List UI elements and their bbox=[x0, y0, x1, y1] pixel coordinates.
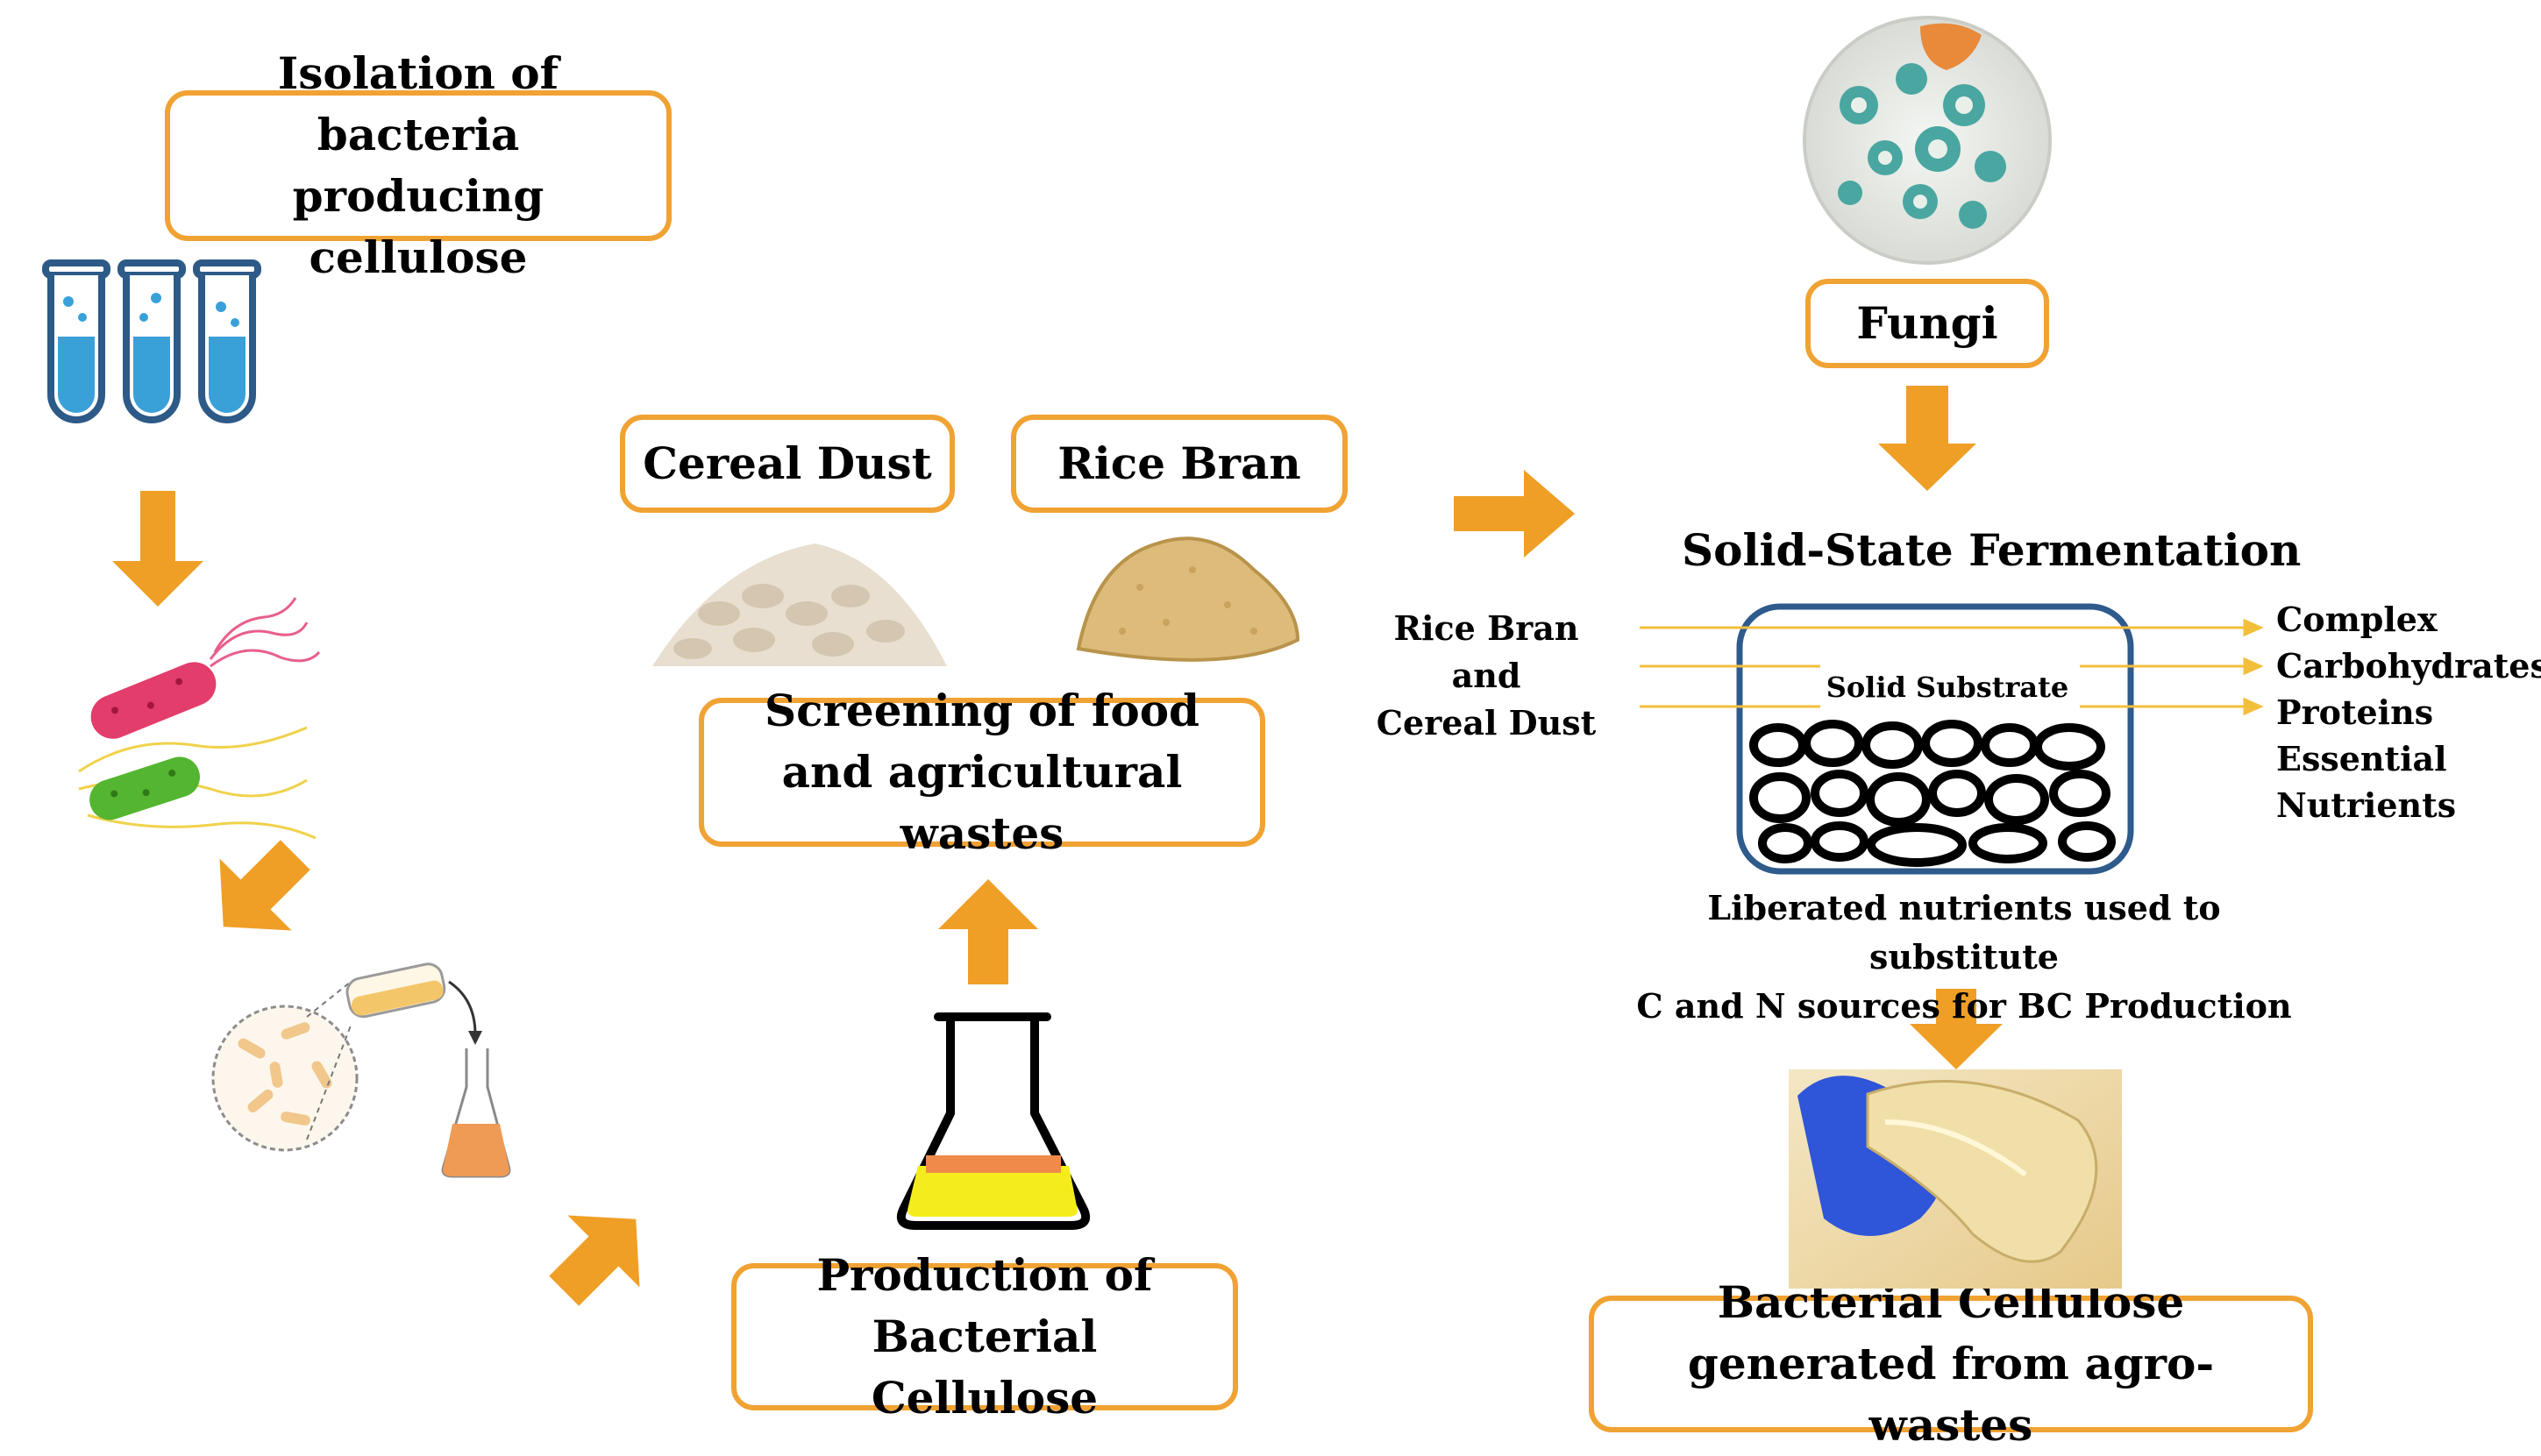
ssf-outputs: Complex Carbohydrates Proteins Essential… bbox=[2276, 596, 2541, 828]
production-label: Production of Bacterial Cellulose bbox=[816, 1249, 1153, 1424]
generated-box: Bacterial Cellulose generated from agro-… bbox=[1589, 1276, 2313, 1451]
ssf-output-line: Complex bbox=[2276, 600, 2438, 639]
petri-flask-icon bbox=[211, 962, 511, 1178]
ssf-caption-line: Liberated nutrients used to substitute bbox=[1707, 888, 2221, 977]
arrow-down-1 bbox=[112, 491, 203, 607]
cereal-dust-label: Cereal Dust bbox=[643, 437, 932, 489]
screening-label: Screening of food and agricultural waste… bbox=[764, 685, 1200, 859]
culture-flask-icon bbox=[896, 1012, 1091, 1230]
substrate-particles bbox=[1749, 720, 2116, 867]
screening-box: Screening of food and agricultural waste… bbox=[699, 685, 1265, 859]
generated-label: Bacterial Cellulose generated from agro-… bbox=[1687, 1276, 2215, 1451]
isolation-label: Isolation of bacteria producing cellulos… bbox=[277, 47, 559, 283]
fungi-label: Fungi bbox=[1856, 297, 1998, 349]
rice-bran-pile-icon bbox=[1076, 536, 1300, 662]
ssf-input-line: Cereal Dust bbox=[1376, 703, 1597, 742]
arrow-up-4 bbox=[938, 879, 1038, 984]
isolation-box: Isolation of bacteria producing cellulos… bbox=[165, 47, 672, 283]
cellulose-photo-icon bbox=[1789, 1069, 2122, 1289]
fungi-box: Fungi bbox=[1805, 279, 2049, 368]
ssf-output-line: Carbohydrates bbox=[2276, 646, 2541, 685]
ssf-caption: Liberated nutrients used to substitute C… bbox=[1613, 884, 2315, 1031]
test-tubes-icon bbox=[42, 259, 261, 423]
ssf-caption-line: C and N sources for BC Production bbox=[1636, 986, 2292, 1026]
ssf-input-line: Rice Bran bbox=[1393, 608, 1579, 648]
rice-bran-box: Rice Bran bbox=[1011, 415, 1348, 513]
arrow-diag-3 bbox=[549, 1215, 640, 1306]
flow-lines bbox=[1640, 618, 2264, 716]
substrate-label: Solid Substrate bbox=[1826, 671, 2069, 704]
cereal-dust-box: Cereal Dust bbox=[620, 415, 955, 513]
arrow-down-6 bbox=[1878, 386, 1976, 491]
flow-arrows bbox=[112, 386, 2003, 1306]
ssf-input-line: and bbox=[1451, 656, 1521, 695]
rice-bran-label: Rice Bran bbox=[1057, 437, 1301, 489]
production-box: Production of Bacterial Cellulose bbox=[731, 1249, 1238, 1424]
ssf-inputs: Rice Bran and Cereal Dust bbox=[1368, 605, 1605, 747]
cereal-pile-icon bbox=[652, 543, 947, 666]
arrow-down-7 bbox=[1910, 989, 2003, 1069]
arrow-right-5 bbox=[1454, 470, 1575, 558]
ssf-title: Solid-State Fermentation bbox=[1682, 524, 2302, 576]
arrow-diag-2 bbox=[219, 840, 310, 931]
ssf-vessel bbox=[1640, 603, 2264, 875]
ssf-output-line: Essential bbox=[2276, 739, 2447, 778]
ssf-output-line: Nutrients bbox=[2276, 785, 2457, 825]
fungi-plate-icon bbox=[1803, 16, 2052, 265]
bacteria-icon bbox=[78, 597, 321, 840]
ssf-output-line: Proteins bbox=[2276, 692, 2434, 732]
